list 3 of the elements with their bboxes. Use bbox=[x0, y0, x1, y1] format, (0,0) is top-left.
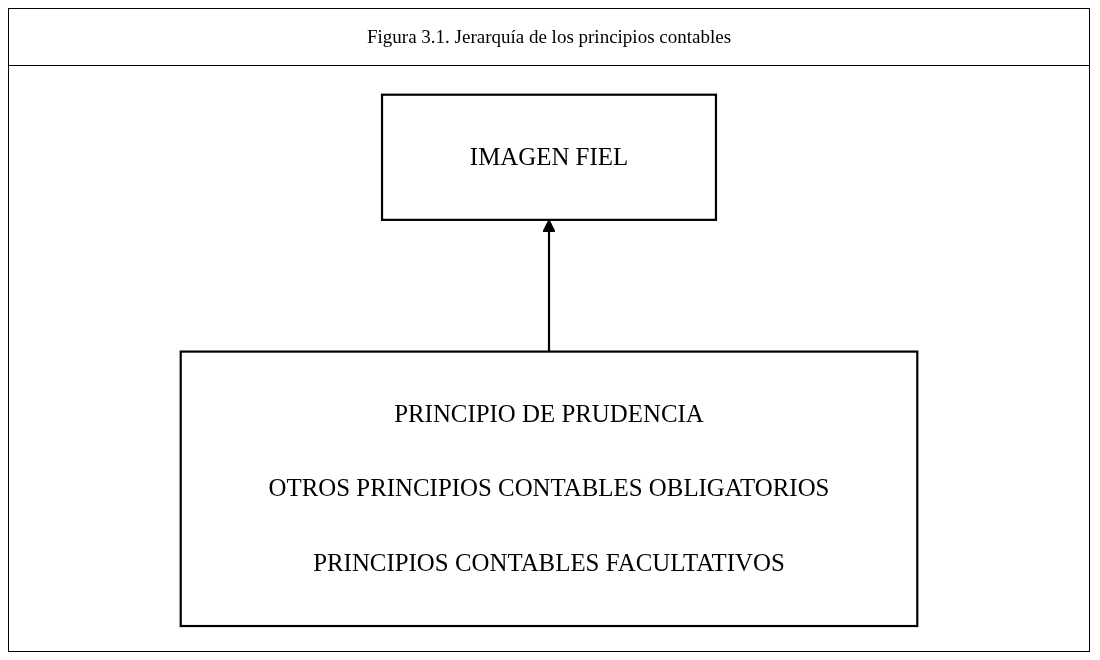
node-box: PRINCIPIO DE PRUDENCIA OTROS PRINCIPIOS CONTABLES OBLIGATORIOS PRINCIPIOS CONTABLES FACULTATIVOS bbox=[179, 350, 919, 627]
figure-title: Figura 3.1. Jerarquía de los principios contables bbox=[366, 26, 732, 48]
node-box: IMAGEN FIEL bbox=[380, 93, 718, 221]
